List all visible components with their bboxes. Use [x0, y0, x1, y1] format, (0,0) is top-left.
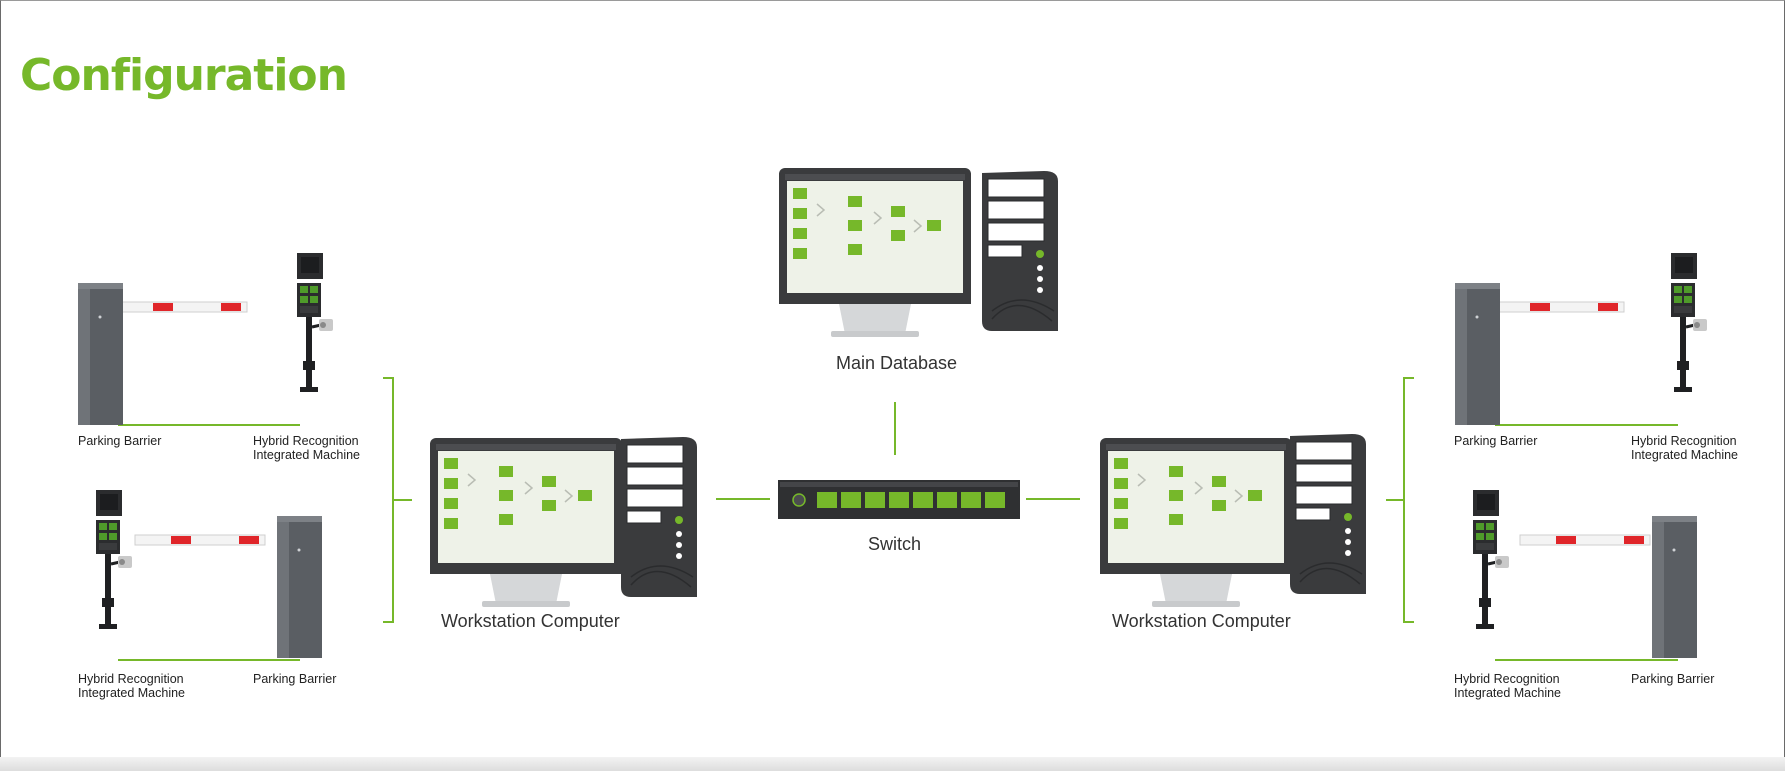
- right-bottom-parking-barrier: [1519, 516, 1697, 658]
- workstation-left-computer: [429, 436, 698, 608]
- workstation-right-label: Workstation Computer: [1112, 611, 1291, 631]
- main-database-label: Main Database: [836, 353, 958, 373]
- connection-lines: [118, 377, 1678, 661]
- right-bracket-line: [1386, 377, 1414, 623]
- right-bottom-machine-label: Hybrid Recognition Integrated Machine: [1454, 672, 1562, 700]
- workstation-left-label: Workstation Computer: [441, 611, 620, 631]
- right-top-parking-barrier: [1455, 283, 1625, 425]
- switch-label: Switch: [868, 534, 922, 554]
- page-title: Configuration: [20, 50, 348, 101]
- right-top-machine-label: Hybrid Recognition Integrated Machine: [1631, 434, 1739, 462]
- left-bottom-machine-label: Hybrid Recognition Integrated Machine: [78, 672, 186, 700]
- right-bottom-recognition-machine: [1471, 488, 1511, 631]
- left-bottom-recognition-machine: [94, 488, 134, 631]
- left-bottom-barrier-label: Parking Barrier: [253, 672, 337, 686]
- left-top-barrier-label: Parking Barrier: [78, 434, 162, 448]
- left-top-machine-label: Hybrid Recognition Integrated Machine: [253, 434, 361, 462]
- left-top-parking-barrier: [78, 283, 248, 425]
- left-bracket-line: [383, 377, 412, 623]
- right-top-barrier-label: Parking Barrier: [1454, 434, 1538, 448]
- right-bottom-barrier-label: Parking Barrier: [1631, 672, 1715, 686]
- left-top-recognition-machine: [295, 251, 335, 394]
- bottom-scrollbar[interactable]: [0, 757, 1785, 771]
- switch-ports: [817, 492, 1005, 508]
- left-bottom-parking-barrier: [134, 516, 322, 658]
- network-switch: [778, 480, 1020, 519]
- main-database-computer: [778, 167, 1059, 338]
- workstation-right-computer: [1099, 433, 1367, 608]
- right-top-recognition-machine: [1669, 251, 1709, 394]
